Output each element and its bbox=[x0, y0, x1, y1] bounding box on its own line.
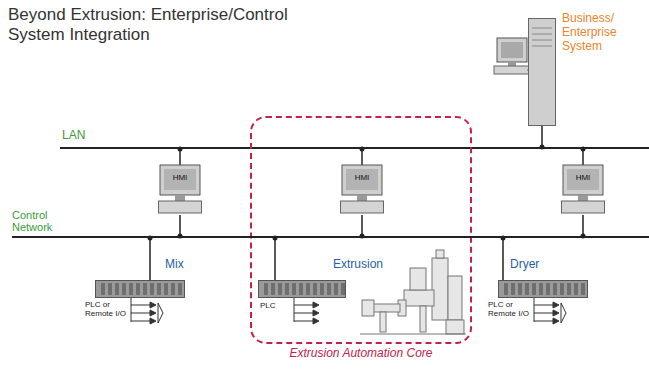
rack-label: PLC bbox=[260, 301, 290, 310]
rack-label: PLC or Remote I/O bbox=[488, 301, 532, 319]
control-network-bus: Control Network bbox=[12, 236, 649, 238]
workstation-icon bbox=[494, 38, 530, 74]
network-drop bbox=[149, 238, 151, 280]
hmi-terminal: HMI bbox=[340, 165, 384, 215]
network-label: LAN bbox=[62, 129, 122, 143]
region-caption: Extrusion Automation Core bbox=[252, 347, 470, 361]
hmi-label: HMI bbox=[567, 173, 599, 182]
network-drop bbox=[274, 238, 276, 280]
system-label: Business/ Enterprise System bbox=[562, 12, 649, 53]
rack-outline bbox=[95, 280, 185, 298]
network-drop bbox=[361, 215, 363, 236]
plc-rack: MixPLC or Remote I/O bbox=[95, 280, 185, 298]
rack-outline bbox=[258, 280, 346, 298]
rack-label: PLC or Remote I/O bbox=[85, 301, 129, 319]
area-label: Dryer bbox=[510, 258, 570, 272]
network-drop bbox=[502, 238, 504, 280]
hmi-outline bbox=[340, 165, 384, 215]
network-drop bbox=[582, 215, 584, 236]
hmi-outline bbox=[561, 165, 605, 215]
diagram-title: Beyond Extrusion: Enterprise/Control Sys… bbox=[8, 5, 338, 46]
hmi-terminal: HMI bbox=[561, 165, 605, 215]
hmi-label: HMI bbox=[346, 173, 378, 182]
lan-bus: LAN bbox=[60, 147, 649, 149]
hmi-outline bbox=[158, 165, 202, 215]
hmi-terminal: HMI bbox=[158, 165, 202, 215]
area-label: Mix bbox=[165, 258, 225, 272]
network-label: Control Network bbox=[12, 209, 62, 233]
network-drop bbox=[541, 126, 543, 147]
server-outline bbox=[528, 18, 556, 126]
automation-core-region: Extrusion Automation CoreHMIExtrusionPLC bbox=[250, 116, 472, 344]
hmi-label: HMI bbox=[164, 173, 196, 182]
area-label: Extrusion bbox=[333, 258, 403, 272]
plc-rack: DryerPLC or Remote I/O bbox=[498, 280, 588, 298]
plc-rack: ExtrusionPLC bbox=[258, 280, 346, 298]
io-wiring bbox=[131, 298, 566, 324]
network-drop bbox=[179, 215, 181, 236]
enterprise-server: Business/ Enterprise System bbox=[528, 18, 556, 126]
rack-outline bbox=[498, 280, 588, 298]
